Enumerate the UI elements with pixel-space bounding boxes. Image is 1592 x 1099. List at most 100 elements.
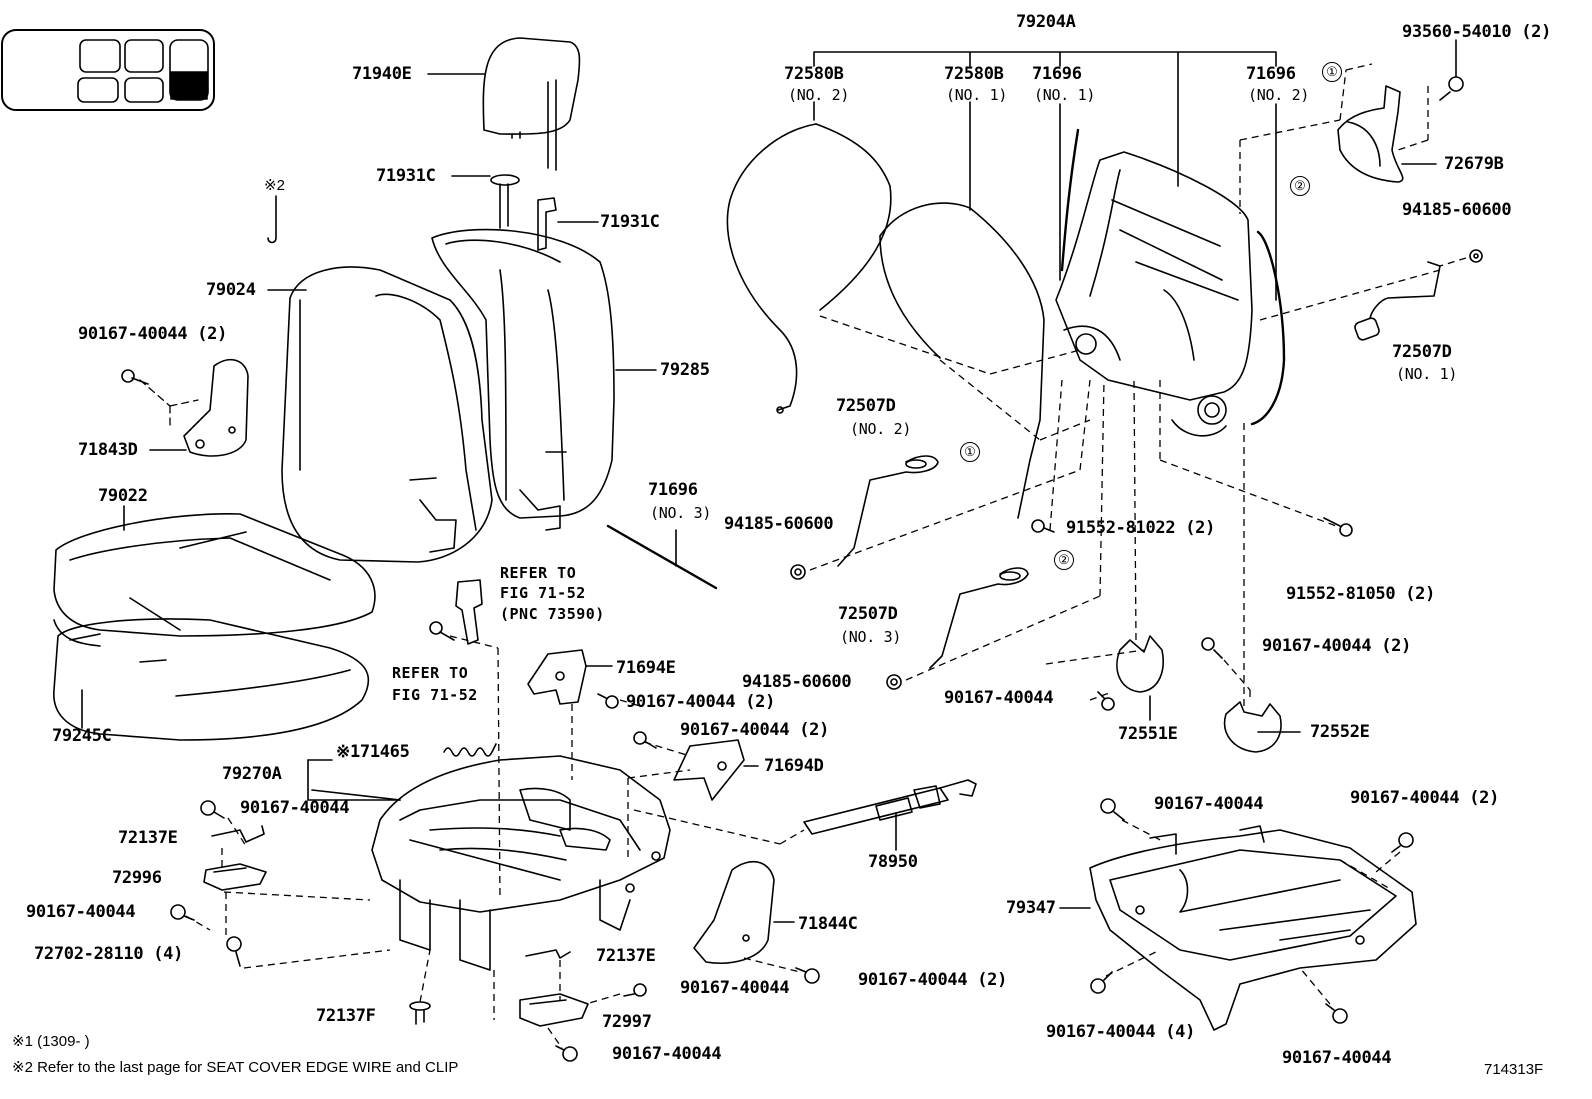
bolt-drawing — [226, 936, 242, 967]
bracket-drawing — [527, 649, 587, 705]
part-sub-72507D-no1: (NO. 1) — [1396, 365, 1458, 383]
bolt-drawing — [200, 800, 225, 819]
part-sub-72580B-no1: (NO. 1) — [946, 86, 1008, 104]
callout-circle-1: ① — [1322, 62, 1342, 82]
callout-circle-1b: ① — [960, 442, 980, 462]
part-number-72679B: 72679B — [1444, 154, 1504, 174]
part-sub-72507D-no3: (NO. 3) — [840, 628, 902, 646]
part-number-72580B-no2: 72580B — [784, 64, 844, 84]
part-number-71696-no3: 71696 — [648, 480, 698, 500]
release-lever-drawing — [1337, 85, 1404, 183]
bracket-drawing — [673, 739, 745, 801]
spring-drawing — [443, 743, 497, 757]
lock-lever-drawing — [929, 567, 1029, 669]
part-number-94185-60600-b: 94185-60600 — [742, 672, 852, 692]
part-number-90167-40044-left1: 90167-40044 — [240, 798, 350, 818]
refer-note-b-line2: FIG 71-52 — [392, 686, 478, 704]
bolt-drawing — [1097, 691, 1115, 711]
part-number-90167-40044-4: 90167-40044 (4) — [1046, 1022, 1196, 1042]
seatback-drawing — [281, 266, 493, 563]
part-number-90167-40044-2-topleft: 90167-40044 (2) — [78, 324, 228, 344]
seat-cushion-pad-drawing — [53, 618, 370, 741]
strap-drawing — [803, 779, 977, 835]
part-number-90167-40044-left2: 90167-40044 — [26, 902, 136, 922]
release-cable-drawing — [726, 123, 1045, 519]
part-number-93560-54010: 93560-54010 (2) — [1402, 22, 1552, 42]
part-sub-72580B-no2: (NO. 2) — [788, 86, 850, 104]
belt-buckle-drawing — [455, 579, 483, 645]
part-number-71694D: 71694D — [764, 756, 824, 776]
lock-lever-drawing — [1354, 261, 1441, 341]
refer-note-a-line3: (PNC 73590) — [500, 605, 605, 623]
part-number-90167-40044-2-recliner: 90167-40044 (2) — [1262, 636, 1412, 656]
part-number-72996: 72996 — [112, 868, 162, 888]
part-number-94185-60600-a: 94185-60600 — [724, 514, 834, 534]
part-number-72507D-no3: 72507D — [838, 604, 898, 624]
bolt-drawing — [1100, 798, 1125, 821]
bolt-drawing — [623, 983, 647, 997]
nut-drawing — [886, 674, 902, 690]
part-number-79024: 79024 — [206, 280, 256, 300]
part-number-90167-40044-right1: 90167-40044 — [1154, 794, 1264, 814]
part-number-71696-no1: 71696 — [1032, 64, 1082, 84]
callout-circle-2: ② — [1290, 176, 1310, 196]
part-number-79022: 79022 — [98, 486, 148, 506]
refer-note-a-line2: FIG 71-52 — [500, 584, 586, 602]
bolt-drawing — [121, 369, 149, 385]
part-number-94185-60600-right: 94185-60600 — [1402, 200, 1512, 220]
bolt-drawing — [633, 731, 657, 749]
seatback-frame-drawing — [431, 228, 615, 531]
part-number-78950: 78950 — [868, 852, 918, 872]
side-cover-drawing — [693, 860, 775, 964]
part-number-79347: 79347 — [1006, 898, 1056, 918]
part-number-90167-40044-2-c: 90167-40044 (2) — [626, 692, 776, 712]
part-number-90167-40044-2-e: 90167-40044 (2) — [1350, 788, 1500, 808]
refer-note-a-line1: REFER TO — [500, 564, 577, 582]
bolt-drawing — [1031, 519, 1055, 533]
pin-drawing — [409, 1001, 431, 1025]
bolt-drawing — [1325, 1003, 1348, 1024]
recliner-cover-drawing — [1223, 701, 1282, 753]
part-number-71844C: 71844C — [798, 914, 858, 934]
headrest-drawing — [482, 37, 581, 171]
figure-id: 714313F — [1484, 1061, 1544, 1078]
part-number-71465: ※171465 — [336, 742, 410, 762]
part-number-91552-81050: 91552-81050 (2) — [1286, 584, 1436, 604]
part-number-79285: 79285 — [660, 360, 710, 380]
bolt-drawing — [795, 967, 820, 984]
nut-drawing — [1469, 249, 1483, 263]
footnote-2: ※2 Refer to the last page for SEAT COVER… — [12, 1059, 459, 1076]
part-number-90167-40044-bottom1: 90167-40044 — [680, 978, 790, 998]
part-number-90167-40044-right2: 90167-40044 — [1282, 1048, 1392, 1068]
side-bracket-drawing — [183, 358, 249, 457]
nut-drawing — [790, 564, 806, 580]
cover-drawing — [519, 993, 589, 1027]
cover-drawing — [203, 863, 267, 891]
cover-drawing — [525, 949, 571, 959]
recliner-cover-drawing — [1116, 635, 1164, 693]
part-sub-71696-no3: (NO. 3) — [650, 504, 712, 522]
part-number-72997: 72997 — [602, 1012, 652, 1032]
cover-drawing — [211, 825, 265, 843]
bolt-drawing — [1439, 76, 1464, 101]
seat-frame-drawing — [371, 755, 671, 971]
part-number-72551E: 72551E — [1118, 724, 1178, 744]
part-number-72507D-no1: 72507D — [1392, 342, 1452, 362]
part-number-71694E: 71694E — [616, 658, 676, 678]
bolt-drawing — [170, 904, 195, 921]
part-number-72702-28110: 72702-28110 (4) — [34, 944, 184, 964]
seatback-metal-frame-drawing — [1055, 151, 1253, 437]
part-sub-71696-no2: (NO. 2) — [1248, 86, 1310, 104]
bolt-drawing — [1201, 637, 1223, 659]
part-number-72137E-a: 72137E — [118, 828, 178, 848]
part-sub-71696-no1: (NO. 1) — [1034, 86, 1096, 104]
part-number-79270A: 79270A — [222, 764, 282, 784]
part-number-71843D: 71843D — [78, 440, 138, 460]
part-number-90167-40044-2-f: 90167-40044 (2) — [858, 970, 1008, 990]
part-number-72137E-b: 72137E — [596, 946, 656, 966]
part-number-71696-no2: 71696 — [1246, 64, 1296, 84]
part-number-72552E: 72552E — [1310, 722, 1370, 742]
footnote-1: ※1 (1309- ) — [12, 1033, 90, 1050]
